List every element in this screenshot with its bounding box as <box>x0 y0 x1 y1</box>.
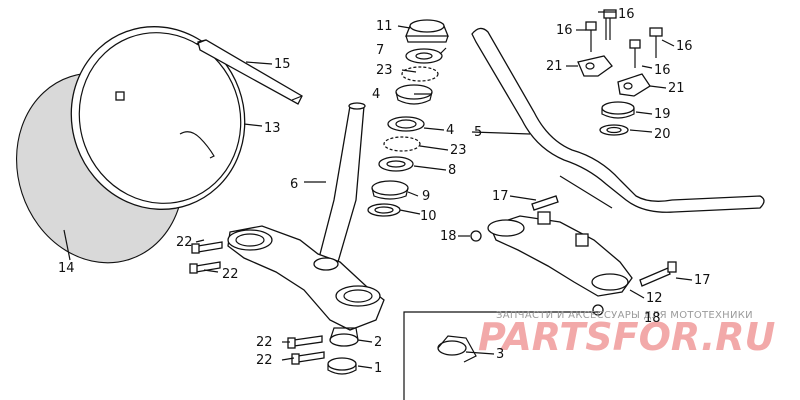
callout-4-upper: 4 <box>372 87 380 102</box>
part-7-washer <box>405 48 443 64</box>
part-15-strap <box>195 39 303 105</box>
part-17-bolts <box>531 195 677 287</box>
part-11-nut <box>405 19 449 43</box>
callout-labels: 1 2 3 4 4 5 6 7 8 9 10 11 12 13 14 15 16… <box>58 7 711 376</box>
callout-14: 14 <box>58 261 75 276</box>
callout-17-b: 17 <box>694 273 711 288</box>
section-bracket <box>403 311 600 400</box>
watermark-brand: PARTSFOR.RU <box>478 315 776 359</box>
callout-18-a: 18 <box>440 229 457 244</box>
callout-8: 8 <box>448 163 456 178</box>
callout-16-a: 16 <box>618 7 635 22</box>
part-9-dust-seal <box>371 180 409 200</box>
callout-21-b: 21 <box>668 81 685 96</box>
callout-23-b: 23 <box>450 143 467 158</box>
part-4-race-lower <box>387 116 425 132</box>
top-bridge <box>487 211 633 297</box>
part-8-race <box>378 156 414 172</box>
callout-7: 7 <box>376 43 384 58</box>
part-5-handlebar <box>471 27 765 213</box>
callout-19: 19 <box>654 107 671 122</box>
callout-13: 13 <box>264 121 281 136</box>
callout-2: 2 <box>374 335 382 350</box>
callout-11: 11 <box>376 19 393 34</box>
callout-16-d: 16 <box>654 63 671 78</box>
callout-20: 20 <box>654 127 671 142</box>
callout-12: 12 <box>646 291 663 306</box>
part-21-holder-left <box>577 55 613 77</box>
callout-22-c: 22 <box>256 335 273 350</box>
callout-15: 15 <box>274 57 291 72</box>
part-22-bolts <box>189 241 325 365</box>
part-23-bearing-balls <box>401 66 439 82</box>
callout-17-a: 17 <box>492 189 509 204</box>
callout-4-lower: 4 <box>446 123 454 138</box>
callout-22-b: 22 <box>222 267 239 282</box>
callout-16-c: 16 <box>676 39 693 54</box>
callout-1: 1 <box>374 361 382 376</box>
callout-5: 5 <box>474 125 482 140</box>
callout-9: 9 <box>422 189 430 204</box>
part-13-headlight-rim <box>70 26 246 210</box>
bottom-yoke <box>227 225 385 331</box>
part-23-bearing-balls-lower <box>383 136 421 152</box>
callout-18-b: 18 <box>644 311 661 326</box>
callout-23-a: 23 <box>376 63 393 78</box>
watermark-tagline: ЗАПЧАСТИ И АКСЕССУАРЫ ДЛЯ МОТОТЕХНИКИ <box>496 310 753 321</box>
part-3-clamp <box>437 335 477 363</box>
callout-3: 3 <box>496 347 504 362</box>
part-20-washer <box>599 124 629 136</box>
part-10-washer <box>367 203 401 217</box>
callout-21-a: 21 <box>546 59 563 74</box>
callout-10: 10 <box>420 209 437 224</box>
part-2-clamp <box>329 327 359 347</box>
part-21-holder-right <box>617 73 651 97</box>
callout-6: 6 <box>290 177 298 192</box>
part-16-bolts <box>585 9 663 68</box>
callout-22-a: 22 <box>176 235 193 250</box>
leader-lines <box>63 11 693 369</box>
callout-22-d: 22 <box>256 353 273 368</box>
part-19-cushion <box>601 101 635 119</box>
part-4-race-upper <box>395 84 433 105</box>
callout-16-b: 16 <box>556 23 573 38</box>
part-1-bushing <box>327 357 357 375</box>
